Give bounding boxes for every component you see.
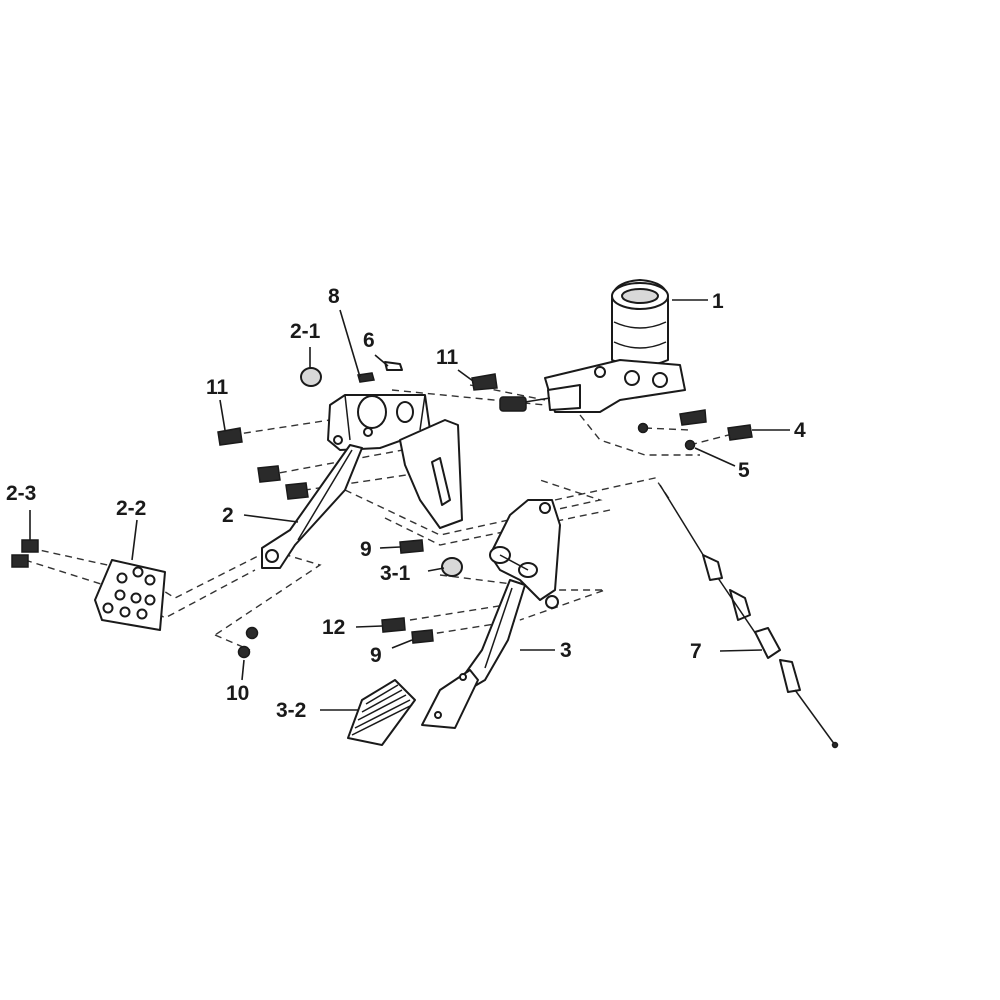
callout-10: 10 <box>226 682 249 705</box>
callout-2: 2 <box>222 504 234 527</box>
pad-bolts <box>11 539 39 568</box>
callout-3: 3 <box>560 639 572 662</box>
pedal-bracket <box>300 367 463 529</box>
brake-pedal-pad <box>347 679 416 746</box>
callout-6: 6 <box>363 329 375 352</box>
callout-12: 12 <box>322 616 345 639</box>
callout-8: 8 <box>328 285 340 308</box>
callout-3-1: 3-1 <box>380 562 411 585</box>
callout-9-upper: 9 <box>360 538 372 561</box>
callout-2-3: 2-3 <box>6 482 36 505</box>
callout-5: 5 <box>738 459 750 482</box>
callout-4: 4 <box>794 419 806 442</box>
callout-2-2: 2-2 <box>116 497 146 520</box>
brake-pedal <box>421 499 561 729</box>
callout-11-right: 11 <box>436 346 459 369</box>
clutch-pedal-pad <box>94 559 166 631</box>
callout-1: 1 <box>712 290 724 313</box>
clutch-cable <box>659 484 839 749</box>
master-cylinder <box>499 279 686 413</box>
callout-7: 7 <box>690 640 702 663</box>
callout-labels: 1 2-1 2-2 2-3 2 3 3-1 3-2 4 5 6 7 8 9 9 … <box>6 285 806 722</box>
callout-11-left: 11 <box>206 376 229 399</box>
leader-lines <box>29 299 790 711</box>
callout-3-2: 3-2 <box>276 699 306 722</box>
clutch-pedal-arm <box>261 444 363 569</box>
callout-2-1: 2-1 <box>290 320 321 343</box>
fasteners <box>217 361 753 659</box>
callout-9-lower: 9 <box>370 644 382 667</box>
